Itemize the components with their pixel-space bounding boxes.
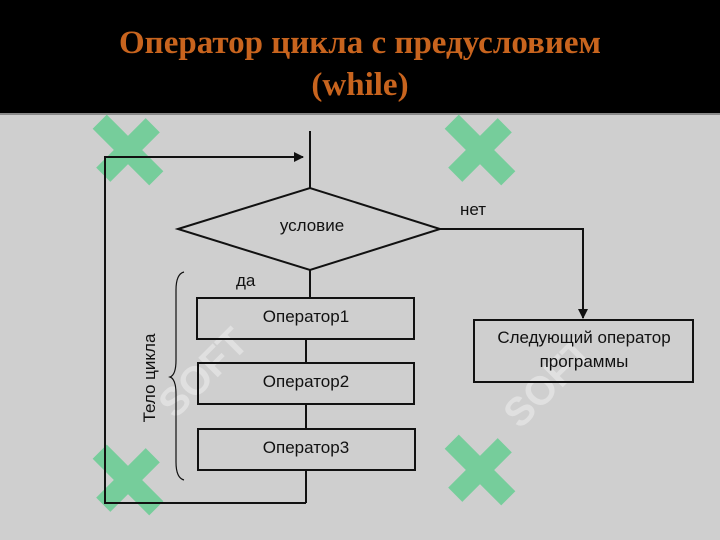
no-branch-line bbox=[440, 228, 588, 319]
loop-return-line bbox=[104, 152, 306, 504]
operator2-box bbox=[197, 362, 415, 405]
slide-title: Оператор цикла с предусловием (while) bbox=[0, 22, 720, 106]
title-line2: (while) bbox=[311, 67, 409, 103]
next-statement-line1: Следующий оператор bbox=[497, 328, 670, 347]
operator1-label: Оператор1 bbox=[263, 307, 349, 326]
watermark-text: SOFT bbox=[150, 320, 257, 427]
yes-label: да bbox=[236, 271, 256, 290]
condition-label: условие bbox=[280, 216, 344, 235]
operator1-box bbox=[196, 297, 415, 340]
title-bar bbox=[0, 0, 720, 113]
operator3-label: Оператор3 bbox=[263, 438, 349, 457]
operator3-box bbox=[197, 428, 416, 471]
watermark-logo bbox=[92, 114, 516, 516]
operator2-label: Оператор2 bbox=[263, 372, 349, 391]
loop-body-label: Тело цикла bbox=[140, 333, 159, 422]
next-statement-box bbox=[473, 319, 694, 383]
header-divider bbox=[0, 113, 720, 115]
title-line1: Оператор цикла с предусловием bbox=[119, 25, 601, 61]
no-label: нет bbox=[460, 200, 486, 219]
loop-body-brace bbox=[168, 271, 185, 481]
next-statement-line2: программы bbox=[540, 352, 629, 371]
